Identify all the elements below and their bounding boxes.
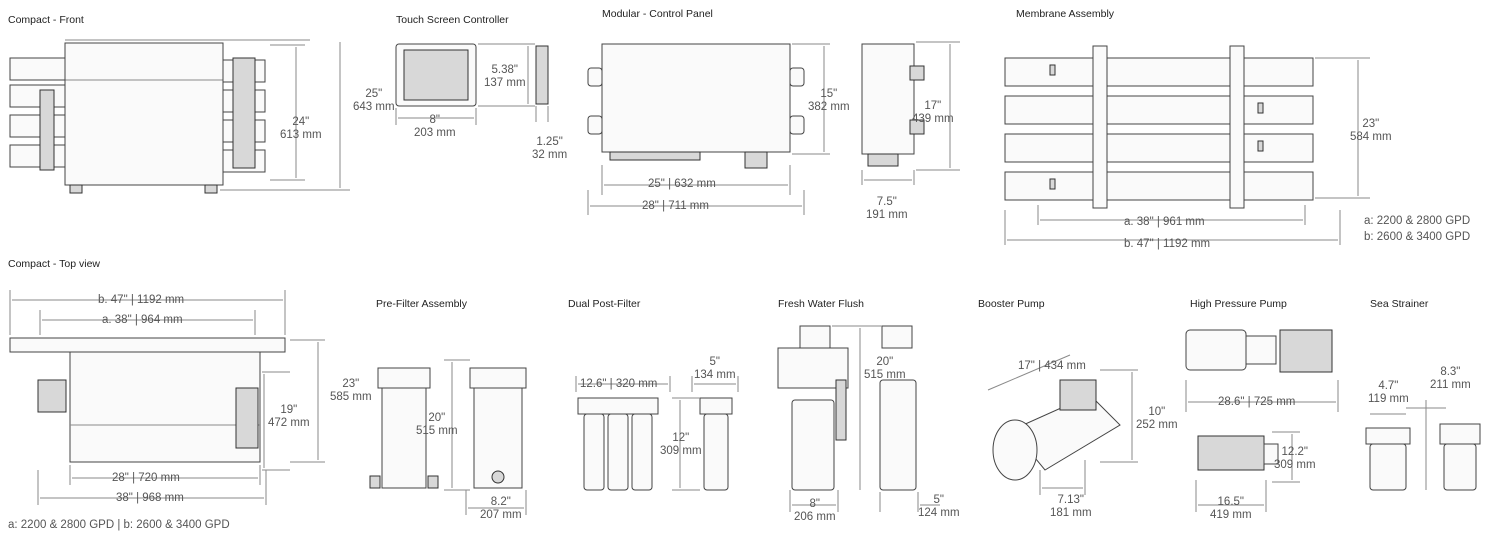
membrane-drawing xyxy=(1004,45,1370,245)
title-compact-top: Compact - Top view xyxy=(8,258,101,270)
sea-strainer-drawing xyxy=(1365,400,1481,491)
dim-dp-5: 5"134 mm xyxy=(694,356,736,381)
dim-ct-28: 28" | 720 mm xyxy=(112,472,180,484)
note-ma-b: b: 2600 & 3400 GPD xyxy=(1364,231,1471,243)
title-dual-post: Dual Post-Filter xyxy=(568,298,641,310)
dim-cf-25: 25"643 mm xyxy=(353,88,395,113)
dim-ma-a: a. 38" | 961 mm xyxy=(1124,216,1205,228)
fresh-flush-drawing xyxy=(777,325,940,512)
dim-ss-47: 4.7"119 mm xyxy=(1368,380,1409,405)
dim-ts-8: 8"203 mm xyxy=(414,114,456,139)
dim-hp-165: 16.5"419 mm xyxy=(1210,496,1252,521)
dim-pf-82: 8.2"207 mm xyxy=(480,496,522,521)
title-modular-panel: Modular - Control Panel xyxy=(602,8,713,20)
dim-pf-20: 20"515 mm xyxy=(416,412,458,437)
dim-bp-713: 7.13"181 mm xyxy=(1050,494,1092,519)
dim-bp-17: 17" | 434 mm xyxy=(1018,360,1086,372)
dim-ma-23: 23"584 mm xyxy=(1350,118,1392,143)
dim-ts-125: 1.25"32 mm xyxy=(532,136,568,161)
note-ma-a: a: 2200 & 2800 GPD xyxy=(1364,215,1471,227)
dim-ss-83: 8.3"211 mm xyxy=(1430,366,1471,391)
title-touch-screen: Touch Screen Controller xyxy=(396,14,509,26)
dim-fw-20: 20"515 mm xyxy=(864,356,906,381)
title-prefilter: Pre-Filter Assembly xyxy=(376,298,468,310)
dim-dp-126: 12.6" | 320 mm xyxy=(580,378,658,390)
dim-ct-19: 19"472 mm xyxy=(268,404,310,429)
dim-ct-b: b. 47" | 1192 mm xyxy=(98,294,185,306)
title-membrane: Membrane Assembly xyxy=(1016,8,1115,20)
modular-panel-drawing xyxy=(587,41,960,215)
dim-fw-5: 5"124 mm xyxy=(918,494,960,519)
dim-mp-25: 25" | 632 mm xyxy=(648,178,716,190)
dim-bp-10: 10"252 mm xyxy=(1136,406,1178,431)
dim-ma-b: b. 47" | 1192 mm xyxy=(1124,238,1211,250)
dim-hp-286: 28.6" | 725 mm xyxy=(1218,396,1296,408)
dim-mp-17: 17"439 mm xyxy=(912,100,954,125)
dim-ct-38: 38" | 968 mm xyxy=(116,492,184,504)
compact-front-drawing xyxy=(9,39,350,194)
touch-screen-drawing xyxy=(395,43,549,125)
title-booster: Booster Pump xyxy=(978,298,1045,310)
hp-pump-drawing xyxy=(1185,329,1339,512)
dim-mp-75: 7.5"191 mm xyxy=(866,196,908,221)
prefilter-drawing xyxy=(369,359,527,515)
dim-ts-538: 5.38"137 mm xyxy=(484,64,526,89)
title-hp-pump: High Pressure Pump xyxy=(1190,298,1287,310)
dim-ct-a: a. 38" | 964 mm xyxy=(102,314,183,326)
dim-hp-122: 12.2"309 mm xyxy=(1274,446,1316,471)
dim-cf-24: 24"613 mm xyxy=(280,116,322,141)
note-ct: a: 2200 & 2800 GPD | b: 2600 & 3400 GPD xyxy=(8,519,230,531)
compact-top-drawing xyxy=(9,290,325,505)
title-fresh-flush: Fresh Water Flush xyxy=(778,298,864,310)
booster-drawing xyxy=(987,354,1138,495)
dim-mp-28: 28" | 711 mm xyxy=(642,200,709,212)
dual-post-drawing xyxy=(575,376,739,491)
dim-fw-8: 8"206 mm xyxy=(794,498,836,523)
title-compact-front: Compact - Front xyxy=(8,14,84,26)
dim-mp-15: 15"382 mm xyxy=(808,88,850,113)
dim-ct-23: 23"585 mm xyxy=(330,378,372,403)
title-sea-strainer: Sea Strainer xyxy=(1370,298,1429,310)
dim-dp-12: 12"309 mm xyxy=(660,432,702,457)
